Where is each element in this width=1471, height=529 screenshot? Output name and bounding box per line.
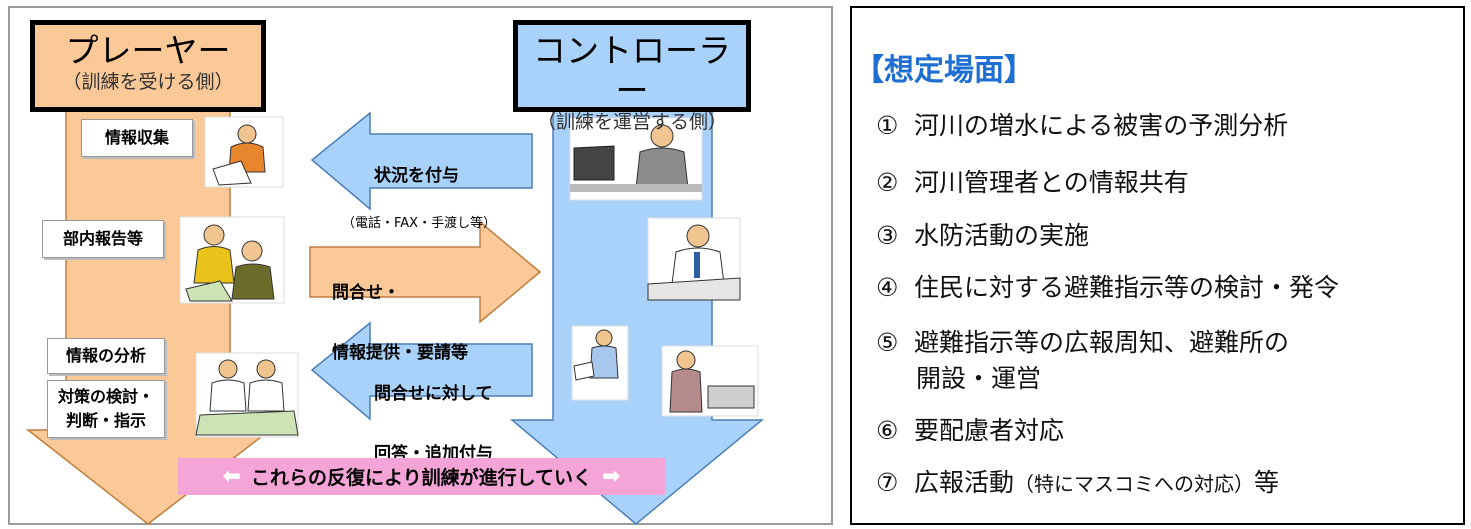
controller-title: コントローラー xyxy=(533,31,731,110)
label-countermeasure: 対策の検討・ 判断・指示 xyxy=(47,380,165,438)
scenario-item-3: ③ 水防活動の実施 xyxy=(876,218,1089,254)
right-arrow-icon: ➡ xyxy=(602,464,621,489)
photo-analysis xyxy=(195,352,299,438)
loop-banner: ⬅ これらの反復により訓練が進行していく ➡ xyxy=(178,458,665,495)
scenario-num: ⑤ xyxy=(876,328,899,357)
arrow-inquiry xyxy=(309,220,542,324)
arrow-response xyxy=(310,321,533,421)
scenario-text: 避難指示等の広報周知、避難所の xyxy=(914,328,1290,357)
scenario-text-cont: 開設・運営 xyxy=(916,364,1042,393)
scenario-panel xyxy=(850,6,1465,525)
scenario-item-6: ⑥ 要配慮者対応 xyxy=(876,413,1064,449)
arrow1-main: 状況を付与 xyxy=(374,166,459,186)
controller-title-box: コントローラー （訓練を運営する側） xyxy=(513,20,751,133)
controller-flow-arrow xyxy=(509,103,765,525)
label-internal-report: 部内報告等 xyxy=(42,220,164,258)
loop-banner-text: これらの反復により訓練が進行していく xyxy=(250,467,593,489)
player-title: プレーヤー xyxy=(65,31,231,70)
photo-info-gathering xyxy=(204,116,284,188)
photo-controller-fax xyxy=(661,345,759,417)
scenario-num: ⑥ xyxy=(876,416,899,445)
label-analysis: 情報の分析 xyxy=(47,338,165,374)
player-subtitle: （訓練を受ける側） xyxy=(62,71,234,93)
scenario-text: 河川の増水による被害の予測分析 xyxy=(914,111,1289,140)
scenario-num: ③ xyxy=(876,221,899,250)
scenario-item-2: ② 河川管理者との情報共有 xyxy=(876,165,1189,201)
scenario-text: 広報活動 xyxy=(914,468,1015,497)
scenario-text-small: （特にマスコミへの対応） xyxy=(1014,472,1255,496)
scenario-item-7: ⑦ 広報活動（特にマスコミへの対応）等 xyxy=(876,465,1279,502)
scenario-num: ② xyxy=(876,168,899,197)
photo-controller-writing xyxy=(647,217,741,301)
label-info-gathering: 情報収集 xyxy=(81,119,193,157)
left-arrow-icon: ⬅ xyxy=(222,464,241,489)
photo-controller-courier xyxy=(571,325,629,401)
arrow1-sub: （電話・FAX・手渡し等） xyxy=(342,216,497,231)
scenario-item-4: ④ 住民に対する避難指示等の検討・発令 xyxy=(876,270,1339,306)
arrow2-line1: 問合せ・ xyxy=(332,283,400,303)
arrow2-line2: 情報提供・要請等 xyxy=(332,343,468,363)
arrow3-line1: 問合せに対して xyxy=(374,384,493,404)
scenario-item-1: ① 河川の増水による被害の予測分析 xyxy=(876,108,1288,144)
scenario-heading: 【想定場面】 xyxy=(854,53,1034,88)
scenario-num: ⑦ xyxy=(876,468,899,497)
scenario-item-5: ⑤ 避難指示等の広報周知、避難所の 開設・運営 xyxy=(876,325,1289,397)
controller-subtitle: （訓練を運営する側） xyxy=(536,111,727,133)
player-title-box: プレーヤー （訓練を受ける側） xyxy=(30,20,266,112)
arrow1-text: 状況を付与 （電話・FAX・手渡し等） xyxy=(342,140,496,260)
photo-controller-phone xyxy=(569,117,703,201)
scenario-text-tail: 等 xyxy=(1254,468,1280,497)
scenario-text: 住民に対する避難指示等の検討・発令 xyxy=(914,273,1340,302)
scenario-text: 河川管理者との情報共有 xyxy=(914,168,1189,197)
scenario-text: 要配慮者対応 xyxy=(914,416,1065,445)
scenario-num: ④ xyxy=(876,273,899,302)
photo-internal-report xyxy=(179,216,285,304)
scenario-text: 水防活動の実施 xyxy=(914,221,1090,250)
arrow-status-give xyxy=(310,111,533,211)
scenario-num: ① xyxy=(876,111,899,140)
arrow2-text: 問合せ・ 情報提供・要請等 xyxy=(332,248,468,398)
